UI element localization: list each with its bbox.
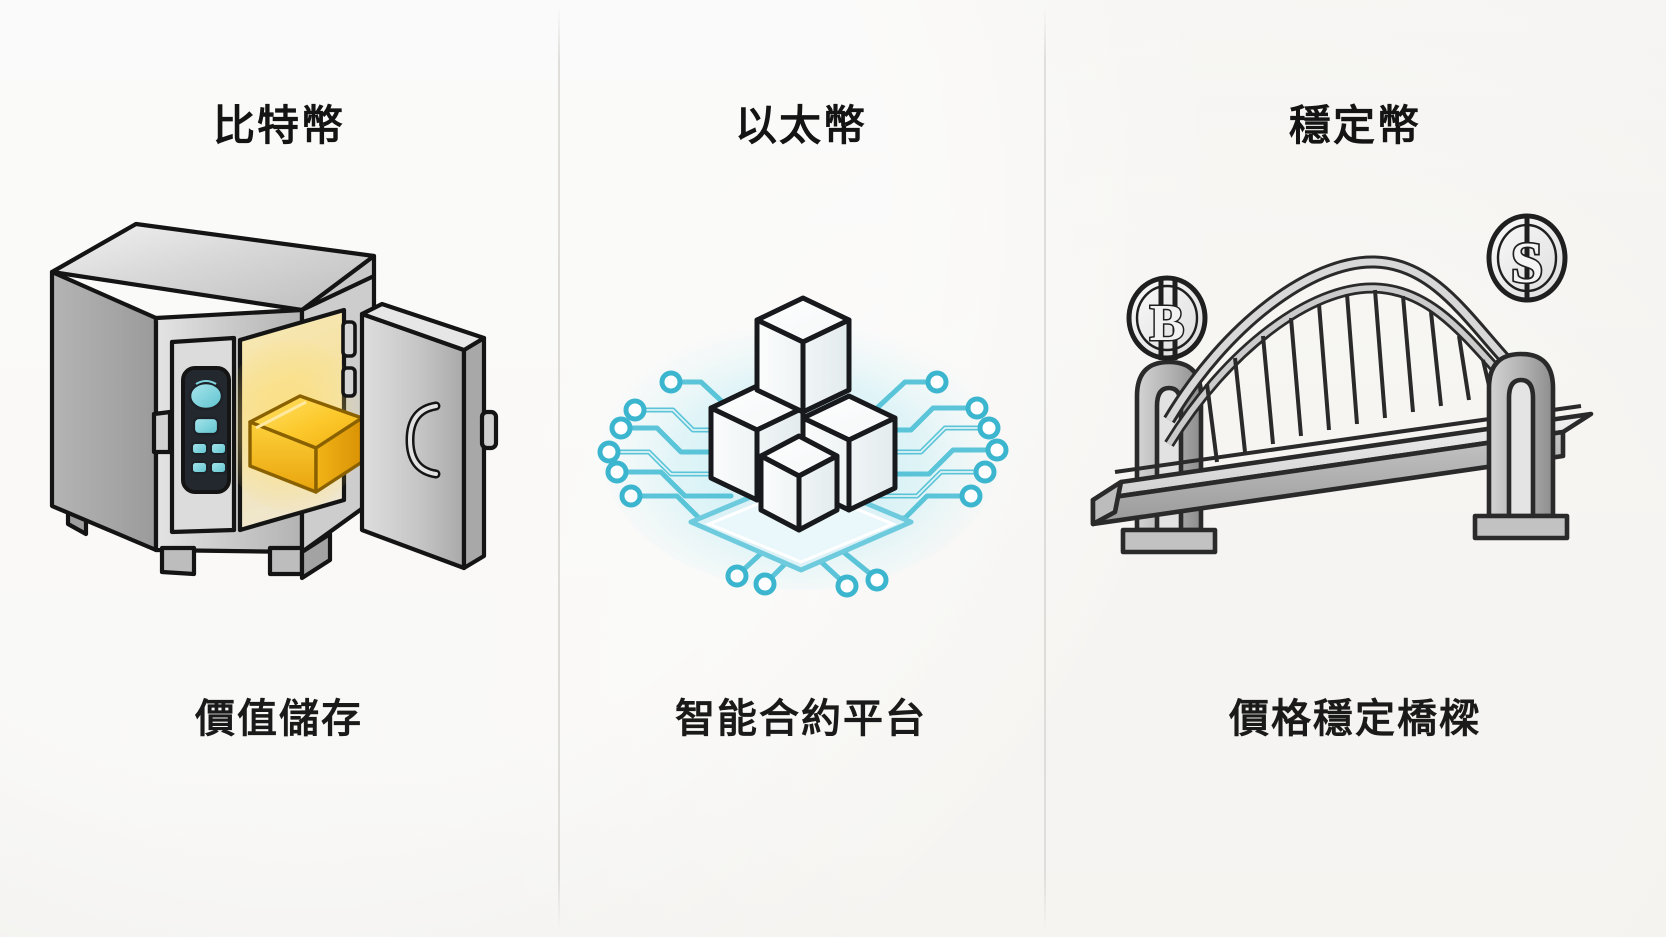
isometric-blocks-on-circuit-icon: [558, 200, 1044, 620]
bridge-with-coins-icon: B B S: [1044, 200, 1666, 620]
panel-ethereum: 以太幣: [558, 0, 1044, 937]
safe-with-gold-bar-icon: [0, 200, 558, 620]
panel-bitcoin: 比特幣: [0, 0, 558, 937]
panel-title-ethereum: 以太幣: [734, 102, 867, 149]
panel-caption-ethereum: 智能合約平台: [675, 697, 927, 741]
panel-title-bitcoin: 比特幣: [212, 102, 345, 149]
panel-stablecoin: 穩定幣: [1044, 0, 1666, 937]
panel-caption-bitcoin: 價值儲存: [195, 697, 363, 741]
panel-title-stablecoin: 穩定幣: [1288, 102, 1421, 149]
svg-text:B: B: [1150, 295, 1185, 352]
svg-text:B: B: [1150, 295, 1185, 352]
panel-divider-1: [558, 6, 560, 931]
panel-divider-2: [1044, 6, 1046, 931]
panel-caption-stablecoin: 價格穩定橋樑: [1229, 697, 1481, 741]
svg-text:S: S: [1511, 230, 1543, 295]
